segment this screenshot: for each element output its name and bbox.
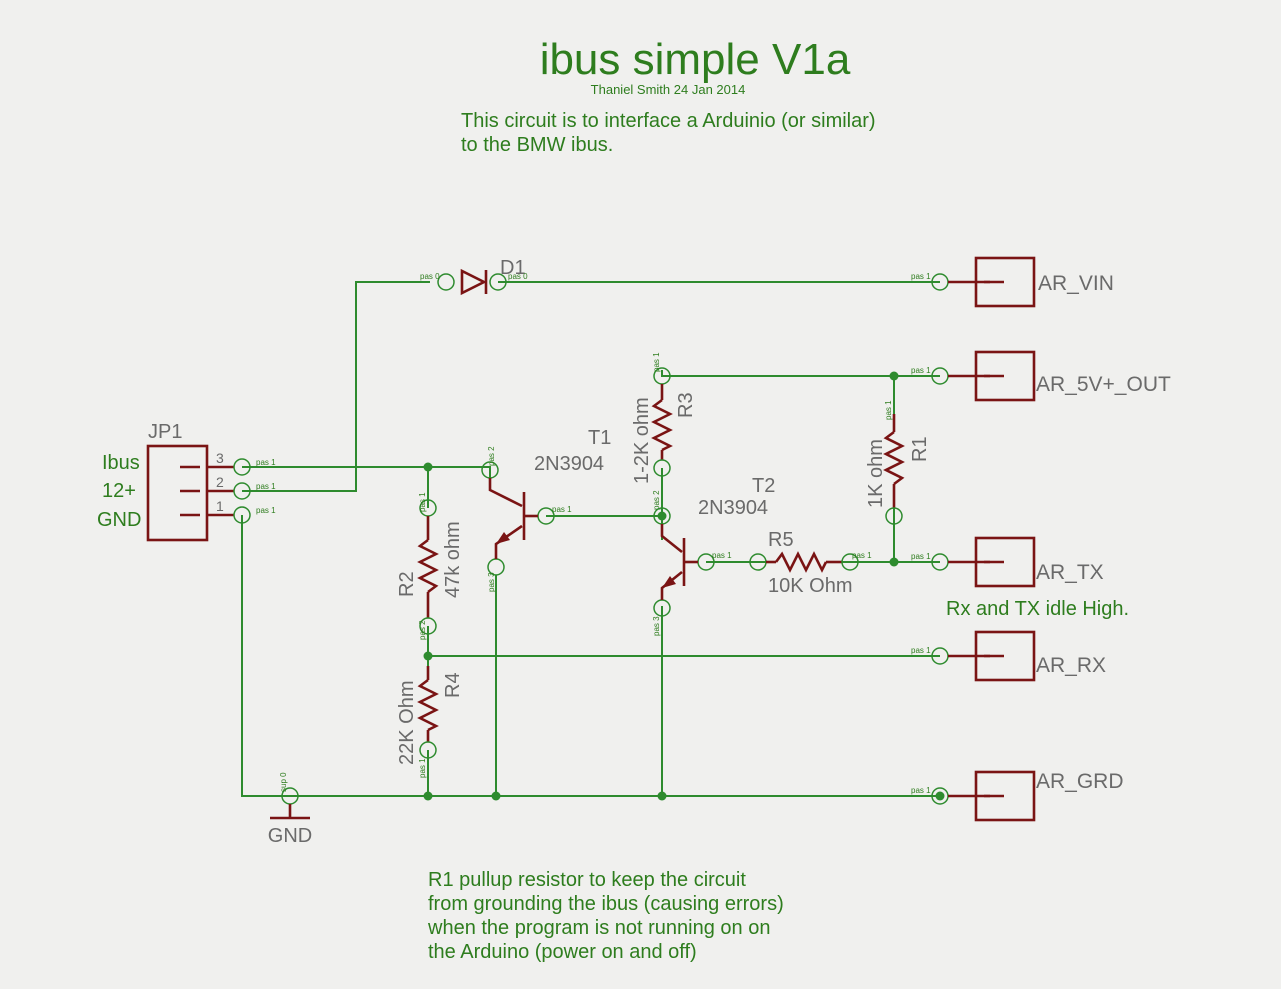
r4-label: R4	[442, 672, 464, 698]
r1-value: 1K ohm	[865, 439, 887, 508]
t2-label: T2	[752, 475, 775, 497]
pin-label-12v: 12+	[102, 480, 136, 502]
pad-label: pas 3	[652, 616, 661, 636]
rx-tx-note: Rx and TX idle High.	[946, 598, 1129, 620]
transistor-t2	[653, 507, 715, 617]
r4-value: 22K Ohm	[396, 681, 418, 765]
d1-label: D1	[500, 257, 526, 279]
pad-label: pas 2	[487, 446, 496, 466]
footnote-line-2: from grounding the ibus (causing errors)	[428, 893, 784, 915]
pin-label-gnd: GND	[97, 509, 141, 531]
t1-label: T1	[588, 427, 611, 449]
junction-dots	[423, 371, 945, 801]
author-line: Thaniel Smith 24 Jan 2014	[591, 82, 746, 97]
output-label-ar-rx: AR_RX	[1036, 654, 1106, 677]
pad-label: pas 1	[418, 758, 427, 778]
resistor-r1	[883, 414, 905, 525]
diagram-title: ibus simple V1a	[540, 35, 851, 84]
r3-value: 1-2K ohm	[631, 397, 653, 484]
resistor-r3	[651, 367, 673, 477]
pad-label: pas 1	[712, 551, 732, 560]
r2-label: R2	[396, 571, 418, 597]
jp1-connector	[146, 444, 251, 542]
output-label-ar-grd: AR_GRD	[1036, 770, 1124, 793]
r5-label: R5	[768, 529, 794, 551]
resistor-r4	[417, 666, 439, 759]
output-label-ar-tx: AR_TX	[1036, 561, 1104, 584]
pad-label: pas 1	[911, 366, 931, 375]
r5-value: 10K Ohm	[768, 575, 852, 597]
r1-label: R1	[909, 436, 931, 462]
pad-label: pas 1	[418, 492, 427, 512]
diode-d1	[437, 268, 507, 296]
pad-label: pas 0	[508, 272, 528, 281]
pad-label: pas 1	[256, 458, 276, 467]
description-line-1: This circuit is to interface a Arduinio …	[461, 110, 876, 132]
pad-label: pas 3	[487, 572, 496, 592]
description-line-2: to the BMW ibus.	[461, 134, 613, 156]
footnote-line-1: R1 pullup resistor to keep the circuit	[428, 869, 746, 891]
ground-symbol	[270, 787, 310, 820]
pad-label: pas 1	[256, 482, 276, 491]
resistor-r2	[417, 499, 439, 635]
resistor-r5	[749, 551, 859, 573]
pad-label: pas 1	[256, 506, 276, 515]
t1-value: 2N3904	[534, 453, 604, 475]
pad-label: pas 1	[911, 786, 931, 795]
r3-label: R3	[675, 392, 697, 418]
pad-label: pas 1	[911, 552, 931, 561]
pad-label: pas 0	[420, 272, 440, 281]
output-connectors	[931, 256, 1036, 822]
output-label-ar-5v-out: AR_5V+_OUT	[1036, 373, 1171, 396]
pin-number-2: 2	[216, 474, 224, 490]
output-label-ar-vin: AR_VIN	[1038, 272, 1114, 295]
gnd-label: GND	[268, 825, 312, 847]
r2-value: 47k ohm	[442, 521, 464, 598]
pad-label: pas 1	[652, 352, 661, 372]
transistor-t1	[481, 461, 555, 576]
gnd-sup-label: sup 0	[279, 772, 288, 792]
pad-label: pas 1	[884, 400, 893, 420]
pad-label: pas 1	[552, 505, 572, 514]
pin-number-3: 3	[216, 450, 224, 466]
pad-label: pas 1	[852, 551, 872, 560]
pin-number-1: 1	[216, 498, 224, 514]
pin-label-ibus: Ibus	[102, 452, 140, 474]
wires	[241, 281, 940, 797]
footnote-line-4: the Arduino (power on and off)	[428, 941, 697, 963]
footnote-line-3: when the program is not running on on	[427, 917, 770, 939]
pad-label: pas 1	[911, 646, 931, 655]
t2-value: 2N3904	[698, 497, 768, 519]
jp1-label: JP1	[148, 421, 182, 443]
pad-label: pas 1	[911, 272, 931, 281]
pad-label: pas 2	[418, 620, 427, 640]
pad-label: pas 2	[652, 490, 661, 510]
